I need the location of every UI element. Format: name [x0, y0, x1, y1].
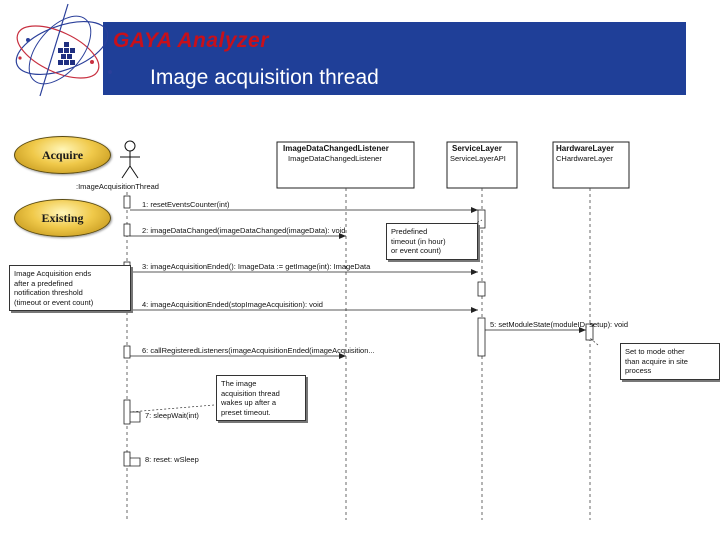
- lifeline-title: ImageDataChangedListener: [283, 144, 389, 153]
- lifeline-title: HardwareLayer: [556, 144, 614, 153]
- acquire-button[interactable]: Acquire: [14, 136, 111, 174]
- app-title: GAYA Analyzer: [113, 29, 269, 52]
- actor-label: :ImageAcquisitionThread: [76, 182, 159, 191]
- message-label: 2: imageDataChanged(imageDataChanged(ima…: [142, 226, 345, 235]
- note-thread-wakes: The image acquisition thread wakes up af…: [216, 375, 306, 421]
- lifeline-box-service[interactable]: ServiceLayer ServiceLayerAPI: [446, 141, 518, 189]
- lifeline-box-hardware[interactable]: HardwareLayer CHardwareLayer: [552, 141, 630, 189]
- note-connectors: [119, 219, 599, 413]
- lifeline-subtitle: CHardwareLayer: [556, 154, 613, 163]
- lifeline-subtitle: ImageDataChangedListener: [288, 154, 382, 163]
- message-label: 3: imageAcquisitionEnded(): ImageData :=…: [142, 262, 371, 271]
- message-label: 4: imageAcquisitionEnded(stopImageAcquis…: [142, 300, 323, 309]
- note-predefined-timeout: Predefined timeout (in hour) or event co…: [386, 223, 478, 260]
- message-label: 6: callRegisteredListeners(imageAcquisit…: [142, 346, 375, 355]
- title-bar: [103, 22, 686, 95]
- note-acquisition-ends: Image Acquisition ends after a predefine…: [9, 265, 131, 311]
- note-set-mode: Set to mode other than acquire in site p…: [620, 343, 720, 380]
- lifeline-box-listener[interactable]: ImageDataChangedListener ImageDataChange…: [276, 141, 415, 189]
- existing-button[interactable]: Existing: [14, 199, 111, 237]
- slide-title: Image acquisition thread: [150, 66, 379, 89]
- message-label: 5: setModuleState(moduleID, setup): void: [490, 320, 628, 329]
- lifeline-subtitle: ServiceLayerAPI: [450, 154, 506, 163]
- activation-bars: [123, 195, 594, 467]
- arrow-heads: [339, 207, 586, 359]
- gaya-logo: [15, 3, 112, 97]
- message-label: 1: resetEventsCounter(int): [142, 200, 230, 209]
- message-label: 8: reset: wSleep: [145, 455, 199, 464]
- actor-icon: [120, 140, 140, 179]
- message-label: 7: sleepWait(int): [145, 411, 199, 420]
- message-arrows: [130, 209, 586, 467]
- lifeline-title: ServiceLayer: [452, 144, 502, 153]
